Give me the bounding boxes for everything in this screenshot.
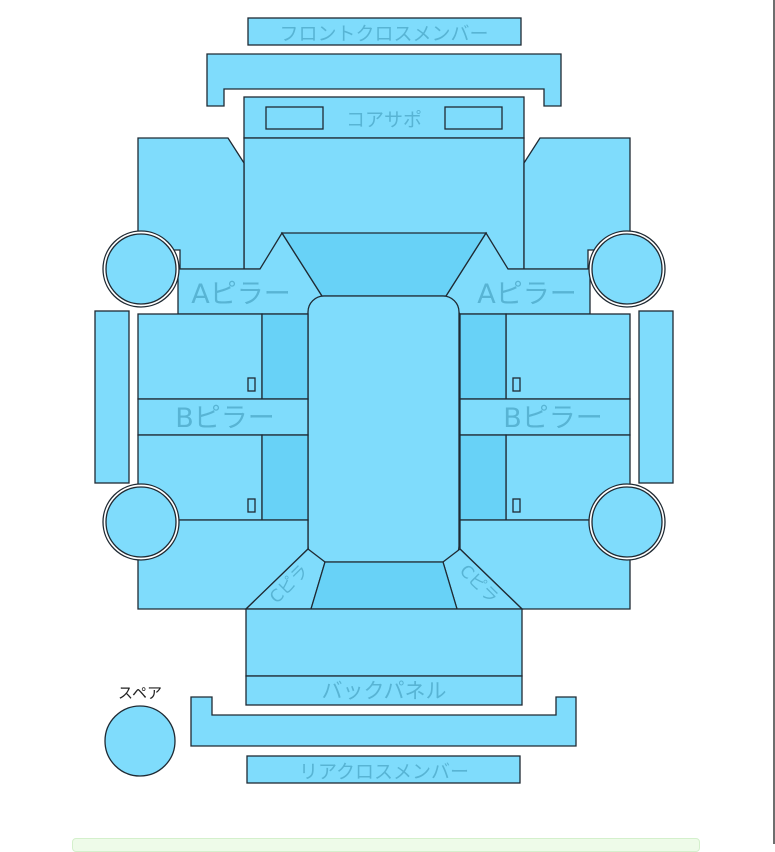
front-door-left-inner[interactable] — [261, 313, 309, 400]
front-cross-member-panel[interactable] — [247, 17, 522, 46]
rear-cross-member-panel[interactable] — [246, 755, 521, 784]
a-pillar-right-label: Aピラー — [477, 279, 576, 310]
rear-bumper-reinforcement-panel[interactable] — [190, 696, 577, 747]
trunk-lid-panel[interactable] — [245, 608, 523, 677]
rear-glass-panel[interactable] — [310, 561, 458, 610]
b-pillar-left-panel[interactable] — [137, 398, 309, 436]
core-support-left-slot[interactable] — [265, 106, 324, 130]
window-edge-divider — [773, 0, 775, 844]
rear-right-wheel[interactable] — [588, 483, 666, 561]
b-pillar-right-panel[interactable] — [459, 398, 631, 436]
core-support-right-slot[interactable] — [444, 106, 503, 130]
rear-left-wheel[interactable] — [102, 483, 180, 561]
rear-door-left-handle[interactable] — [247, 498, 256, 513]
a-pillar-left-label: Aピラー — [191, 279, 290, 310]
front-cross-member-label: フロントクロスメンバー — [279, 23, 488, 45]
core-support-label: コアサポ — [346, 109, 422, 131]
rear-door-right-inner[interactable] — [459, 434, 507, 521]
spare-label: スペア — [118, 684, 162, 702]
back-panel-label: バックパネル — [322, 679, 447, 703]
front-door-right-handle[interactable] — [512, 377, 521, 392]
rear-cross-member-label: リアクロスメンバー — [299, 761, 469, 783]
front-fender-right-panel[interactable] — [523, 137, 631, 270]
rear-door-right-handle[interactable] — [512, 498, 521, 513]
front-right-wheel[interactable] — [588, 230, 666, 308]
side-sill-left-panel[interactable] — [94, 310, 130, 484]
front-door-left-handle[interactable] — [247, 377, 256, 392]
front-door-right-panel[interactable] — [505, 313, 631, 400]
bottom-notice-bar — [72, 838, 700, 852]
b-pillar-right-label: Bピラー — [503, 403, 603, 434]
front-door-left-panel[interactable] — [137, 313, 263, 400]
b-pillar-left-label: Bピラー — [175, 403, 275, 434]
side-sill-right-panel[interactable] — [638, 310, 674, 484]
front-bumper-reinforcement-panel[interactable] — [206, 53, 562, 107]
front-door-right-inner[interactable] — [459, 313, 507, 400]
rear-door-left-inner[interactable] — [261, 434, 309, 521]
roof-panel[interactable] — [307, 295, 460, 563]
front-left-wheel[interactable] — [102, 230, 180, 308]
spare-tire[interactable] — [104, 705, 176, 777]
back-panel[interactable] — [245, 675, 523, 706]
